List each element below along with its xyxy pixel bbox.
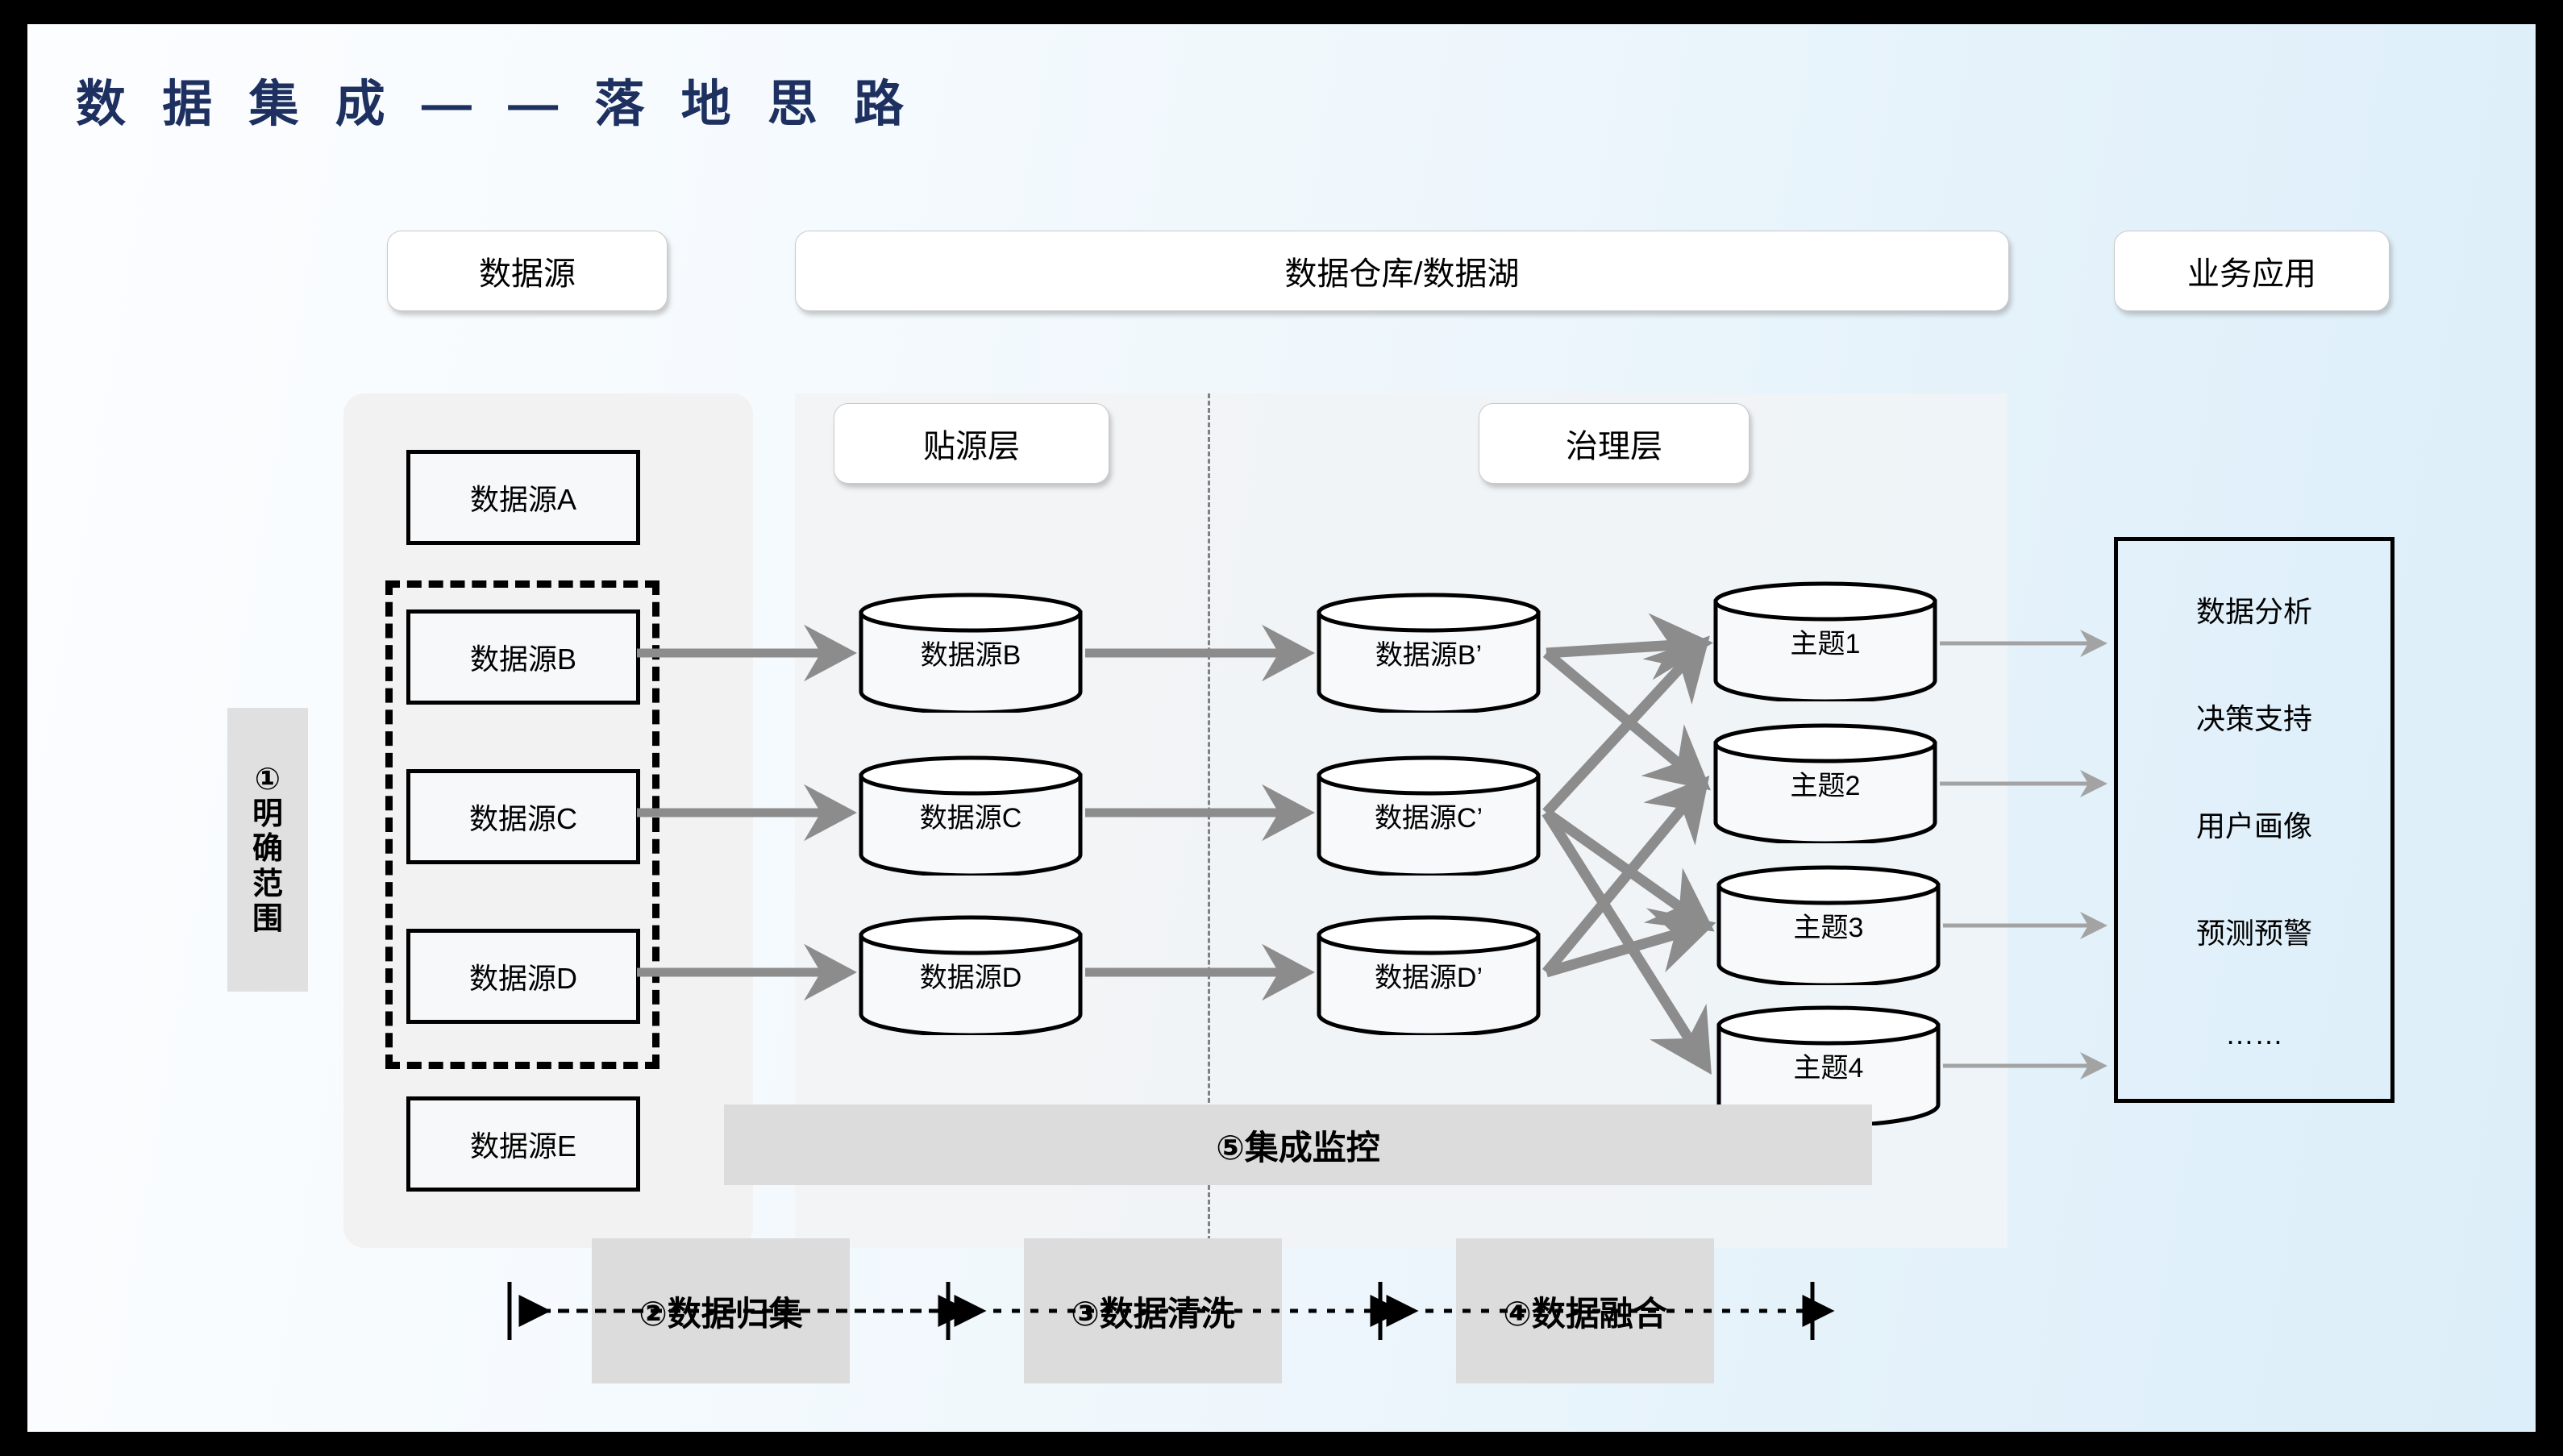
phase-box-fusion-label: ④数据融合 — [1503, 1294, 1667, 1333]
header-pill-business-application-label: 业务应用 — [2187, 256, 2316, 292]
header-pill-data-warehouse-label: 数据仓库/数据湖 — [1284, 256, 1520, 292]
phase-box-cleaning-label: ③数据清洗 — [1071, 1294, 1235, 1333]
source-box-e-label: 数据源E — [469, 1129, 576, 1163]
topic-cylinder-1: 主题1 — [1712, 580, 1938, 701]
cylinder-icon — [1716, 865, 1941, 985]
governance-cylinder-b-label: 数据源B’ — [1375, 639, 1483, 671]
application-item-4: 预测预警 — [2195, 917, 2312, 951]
topic-cylinder-3: 主题3 — [1716, 864, 1941, 985]
monitoring-band: ⑤集成监控 — [724, 1104, 1872, 1185]
scope-char-4: 围 — [252, 901, 283, 936]
scope-label-box: ① 明 确 范 围 — [227, 708, 308, 992]
source-box-b-label: 数据源B — [469, 643, 576, 676]
staging-cylinder-b-label: 数据源B — [920, 639, 1021, 671]
staging-cylinder-b: 数据源B — [858, 592, 1084, 713]
application-item-2: 决策支持 — [2195, 701, 2312, 735]
phase-box-collection-label: ②数据归集 — [639, 1294, 803, 1333]
layer-pill-governance: 治理层 — [1479, 403, 1750, 484]
phase-box-collection: ②数据归集 — [592, 1238, 850, 1383]
layer-pill-governance-label: 治理层 — [1566, 429, 1662, 464]
header-pill-business-application: 业务应用 — [2114, 231, 2390, 311]
header-pill-data-source: 数据源 — [387, 231, 668, 311]
cylinder-icon — [859, 915, 1083, 1035]
scope-char-3: 范 — [252, 867, 283, 901]
staging-cylinder-c-label: 数据源C — [919, 802, 1022, 834]
scope-char-2: 确 — [252, 832, 283, 867]
phase-box-cleaning: ③数据清洗 — [1024, 1238, 1282, 1383]
cylinder-icon — [1716, 1005, 1941, 1125]
cylinder-icon — [1713, 581, 1937, 701]
topic-cylinder-4-label: 主题4 — [1793, 1052, 1864, 1084]
cylinder-icon — [1317, 593, 1541, 713]
governance-cylinder-d-label: 数据源D’ — [1374, 962, 1483, 993]
governance-cylinder-b: 数据源B’ — [1316, 592, 1542, 713]
topic-cylinder-3-label: 主题3 — [1793, 912, 1864, 943]
governance-cylinder-c: 数据源C’ — [1316, 755, 1542, 876]
scope-char-1: 明 — [252, 797, 283, 832]
cylinder-icon — [1713, 723, 1937, 843]
staging-cylinder-d: 数据源D — [858, 914, 1084, 1035]
layer-divider-dashed-line — [1208, 393, 1210, 1248]
source-box-a: 数据源A — [406, 450, 640, 545]
topic-cylinder-1-label: 主题1 — [1790, 628, 1861, 659]
source-box-a-label: 数据源A — [469, 483, 576, 516]
source-box-c-label: 数据源C — [469, 802, 577, 835]
topic-cylinder-4: 主题4 — [1716, 1005, 1941, 1125]
scope-number: ① — [254, 763, 281, 797]
header-pill-data-warehouse: 数据仓库/数据湖 — [795, 231, 2009, 311]
page-title: 数 据 集 成 — — 落 地 思 路 — [76, 77, 916, 132]
cylinder-icon — [859, 593, 1083, 713]
cylinder-icon — [1317, 755, 1541, 876]
diagram-canvas: 数 据 集 成 — — 落 地 思 路 数据源 数据仓库/数据湖 业务应用 贴源… — [27, 24, 2536, 1432]
source-box-c: 数据源C — [406, 769, 640, 864]
staging-cylinder-c: 数据源C — [858, 755, 1084, 876]
cylinder-icon — [859, 755, 1083, 876]
layer-pill-staging: 贴源层 — [834, 403, 1109, 484]
governance-cylinder-d: 数据源D’ — [1316, 914, 1542, 1035]
cylinder-icon — [1317, 915, 1541, 1035]
application-item-3: 用户画像 — [2195, 809, 2312, 842]
scope-dashed-frame — [385, 580, 659, 1069]
source-box-b: 数据源B — [406, 609, 640, 705]
source-box-e: 数据源E — [406, 1096, 640, 1192]
topic-cylinder-2-label: 主题2 — [1790, 770, 1861, 801]
source-box-d-label: 数据源D — [469, 962, 577, 995]
phase-box-fusion: ④数据融合 — [1456, 1238, 1714, 1383]
staging-cylinder-d-label: 数据源D — [919, 962, 1022, 993]
application-item-5: …… — [2225, 1017, 2283, 1051]
governance-cylinder-c-label: 数据源C’ — [1374, 802, 1483, 834]
application-item-1: 数据分析 — [2195, 594, 2312, 628]
header-pill-data-source-label: 数据源 — [479, 256, 576, 292]
application-list-box: 数据分析 决策支持 用户画像 预测预警 …… — [2114, 537, 2394, 1103]
topic-cylinder-2: 主题2 — [1712, 722, 1938, 843]
layer-pill-staging-label: 贴源层 — [923, 429, 1020, 464]
monitoring-band-label: ⑤集成监控 — [1216, 1128, 1380, 1167]
